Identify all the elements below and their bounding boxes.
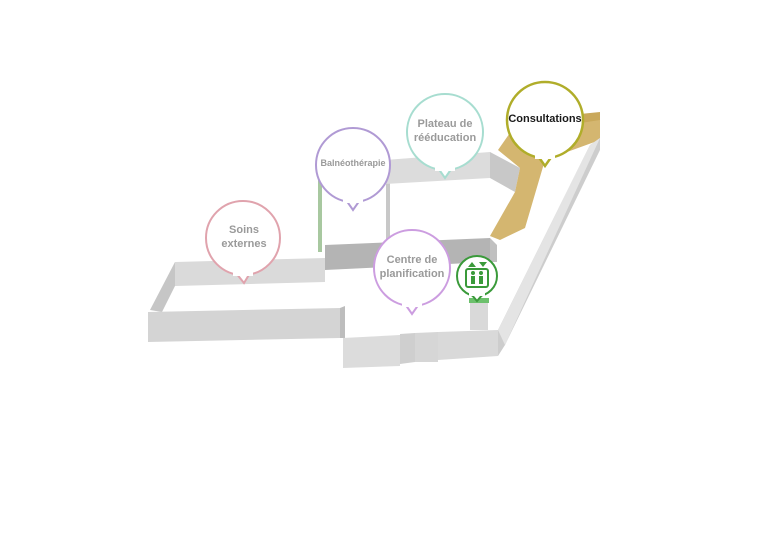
pin-centre-planification[interactable]: [373, 229, 451, 316]
pin-soins-externes[interactable]: [205, 200, 281, 285]
wall-bottom-center-2: [400, 333, 415, 364]
wall-upper-wing-diag: [490, 152, 520, 192]
wall-left-wing-step: [340, 306, 345, 338]
wall-bottom-right: [438, 330, 498, 360]
label-consultations[interactable]: Consultations: [508, 113, 582, 126]
label-soins-externes[interactable]: Soins externes: [221, 224, 267, 250]
label-plateau-reeducation[interactable]: Plateau de rééducation: [413, 118, 477, 144]
pin-balneotherapie[interactable]: [315, 127, 391, 212]
wall-balneo-left: [318, 175, 322, 252]
wall-bottom-center-3: [415, 332, 438, 362]
wall-inner-corridor-end: [490, 238, 497, 262]
elevator-shaft: [470, 300, 488, 330]
pin-plateau-reeducation[interactable]: [406, 93, 484, 180]
elevator-top: [469, 298, 489, 303]
pin-consultations[interactable]: [505, 80, 585, 169]
wall-left-wing-bottom: [148, 308, 340, 342]
wall-right-diagonal-top: [498, 138, 600, 345]
label-balneotherapie[interactable]: Balnéothérapie: [320, 158, 386, 169]
wall-bottom-center-1: [343, 335, 400, 368]
label-centre-planification[interactable]: Centre de planification: [379, 254, 445, 280]
wall-left-wing-diagonal: [150, 262, 175, 312]
elevator-icon[interactable]: [456, 255, 498, 303]
wall-balneo-right: [386, 176, 390, 244]
